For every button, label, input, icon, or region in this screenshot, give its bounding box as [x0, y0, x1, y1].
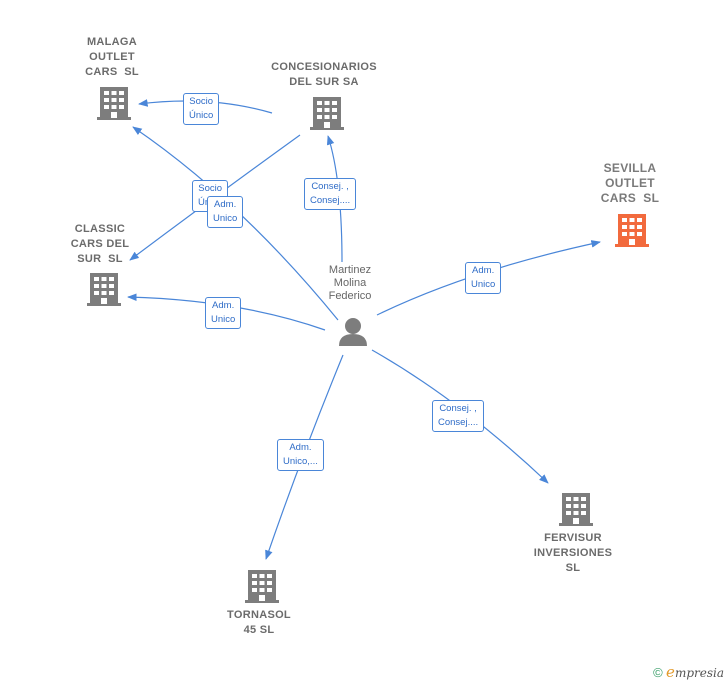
- edges: [127, 99, 601, 560]
- edge-label-consej-fervisur[interactable]: Consej. , Consej....: [432, 400, 485, 432]
- node-label-malaga[interactable]: MALAGA OUTLET CARS SL: [85, 36, 139, 78]
- building-icon-sevilla: [615, 214, 649, 247]
- node-label-tornasol[interactable]: TORNASOL 45 SL: [227, 609, 291, 636]
- edge-label-adm-unico-malaga[interactable]: Adm. Unico: [207, 196, 244, 228]
- edge-label-adm-unico-tornasol[interactable]: Adm. Unico,...: [277, 439, 324, 471]
- empresia-logo: © empresia: [653, 663, 724, 681]
- person-icon: [339, 318, 367, 346]
- building-icon-fervisur: [559, 493, 593, 526]
- node-label-concesionarios[interactable]: CONCESIONARIOS DEL SUR SA: [271, 61, 377, 88]
- node-label-fervisur[interactable]: FERVISUR INVERSIONES SL: [533, 532, 613, 574]
- edge-label-adm-unico-sevilla[interactable]: Adm. Unico: [465, 262, 502, 294]
- node-label-person[interactable]: Martinez Molina Federico: [328, 264, 372, 302]
- edge-label-consej-concesionarios[interactable]: Consej. , Consej....: [304, 178, 357, 210]
- building-icon-concesionarios: [310, 97, 344, 130]
- building-icon-classic: [87, 273, 121, 306]
- building-icon-malaga: [97, 87, 131, 120]
- building-icon-tornasol: [245, 570, 279, 603]
- edge-label-socio-unico-malaga[interactable]: Socio Único: [183, 93, 220, 125]
- node-label-sevilla[interactable]: SEVILLA OUTLET CARS SL: [600, 161, 660, 205]
- node-label-classic[interactable]: CLASSIC CARS DEL SUR SL: [70, 223, 130, 265]
- edge-label-adm-unico-classic[interactable]: Adm. Unico: [205, 297, 242, 329]
